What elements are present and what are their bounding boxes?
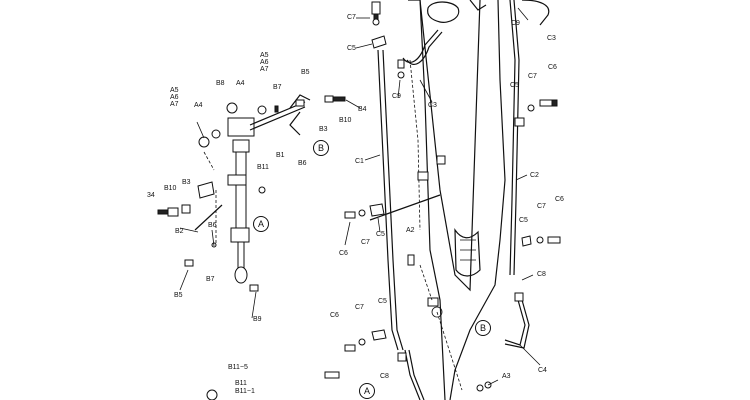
label-b8: B8 [216, 80, 225, 87]
label-c3-mid: C3 [428, 102, 437, 109]
label-a4a: A4 [236, 80, 245, 87]
label-c7-right: C7 [528, 73, 537, 80]
label-c8-lower: C8 [380, 373, 389, 380]
leader-lines [179, 7, 541, 386]
callout-b-lower: B [475, 320, 491, 336]
label-b1: B1 [276, 152, 285, 159]
label-c6-mid: C6 [339, 250, 348, 257]
label-34: 34 [147, 192, 155, 199]
label-c6-lower-right: C6 [555, 196, 564, 203]
label-b11: B11 [235, 380, 247, 387]
cylinder-assembly [157, 94, 346, 400]
label-b5-top: B5 [301, 69, 310, 76]
label-c9-mid: C9 [392, 93, 401, 100]
label-b9: B9 [253, 316, 262, 323]
label-b6-left: B6 [208, 222, 217, 229]
fittings-right [324, 1, 561, 392]
label-c2: C2 [530, 172, 539, 179]
label-b2: B2 [175, 228, 184, 235]
callout-b-top: B [313, 140, 329, 156]
label-c1: C1 [355, 158, 364, 165]
label-a5a: A5 [260, 52, 269, 59]
label-b4: B4 [358, 106, 367, 113]
label-a2: A2 [406, 227, 415, 234]
label-a3: A3 [502, 373, 511, 380]
label-c3-right: C3 [547, 35, 556, 42]
label-a6b: A6 [170, 94, 179, 101]
label-c5-top: C5 [347, 45, 356, 52]
label-a7a: A7 [260, 66, 269, 73]
label-b11-1: B11−1 [235, 388, 255, 395]
callout-a-left: A [253, 216, 269, 232]
label-b11-5: B11−5 [228, 364, 248, 371]
label-c7-mid: C7 [361, 239, 370, 246]
label-c5-lower: C5 [378, 298, 387, 305]
label-b5-left: B5 [174, 292, 183, 299]
label-a5b: A5 [170, 87, 179, 94]
hoses [369, 0, 550, 400]
label-c6-lower: C6 [330, 312, 339, 319]
label-b10-top: B10 [339, 117, 352, 124]
label-c7-top: C7 [347, 14, 356, 21]
label-c7-lower: C7 [355, 304, 364, 311]
label-c5-mid: C5 [376, 231, 385, 238]
label-c8-right: C8 [537, 271, 546, 278]
label-b3-left: B3 [182, 179, 191, 186]
label-b10-left: B10 [164, 185, 177, 192]
label-c4: C4 [538, 367, 547, 374]
label-c5-right: C5 [510, 82, 519, 89]
boom-structure [408, 0, 506, 400]
label-b6-top: B6 [298, 160, 307, 167]
label-a7b: A7 [170, 101, 179, 108]
label-b7-top: B7 [273, 84, 282, 91]
label-c7-lower-right: C7 [537, 203, 546, 210]
label-c5-lower-right: C5 [519, 217, 528, 224]
label-b3-top: B3 [319, 126, 328, 133]
label-a6a: A6 [260, 59, 269, 66]
label-a4b: A4 [194, 102, 203, 109]
label-b11-top: B11 [257, 164, 269, 171]
callout-a-lower: A [359, 383, 375, 399]
label-c6-right: C6 [548, 64, 557, 71]
label-c9-right: C9 [511, 20, 520, 27]
label-b7-left: B7 [206, 276, 215, 283]
